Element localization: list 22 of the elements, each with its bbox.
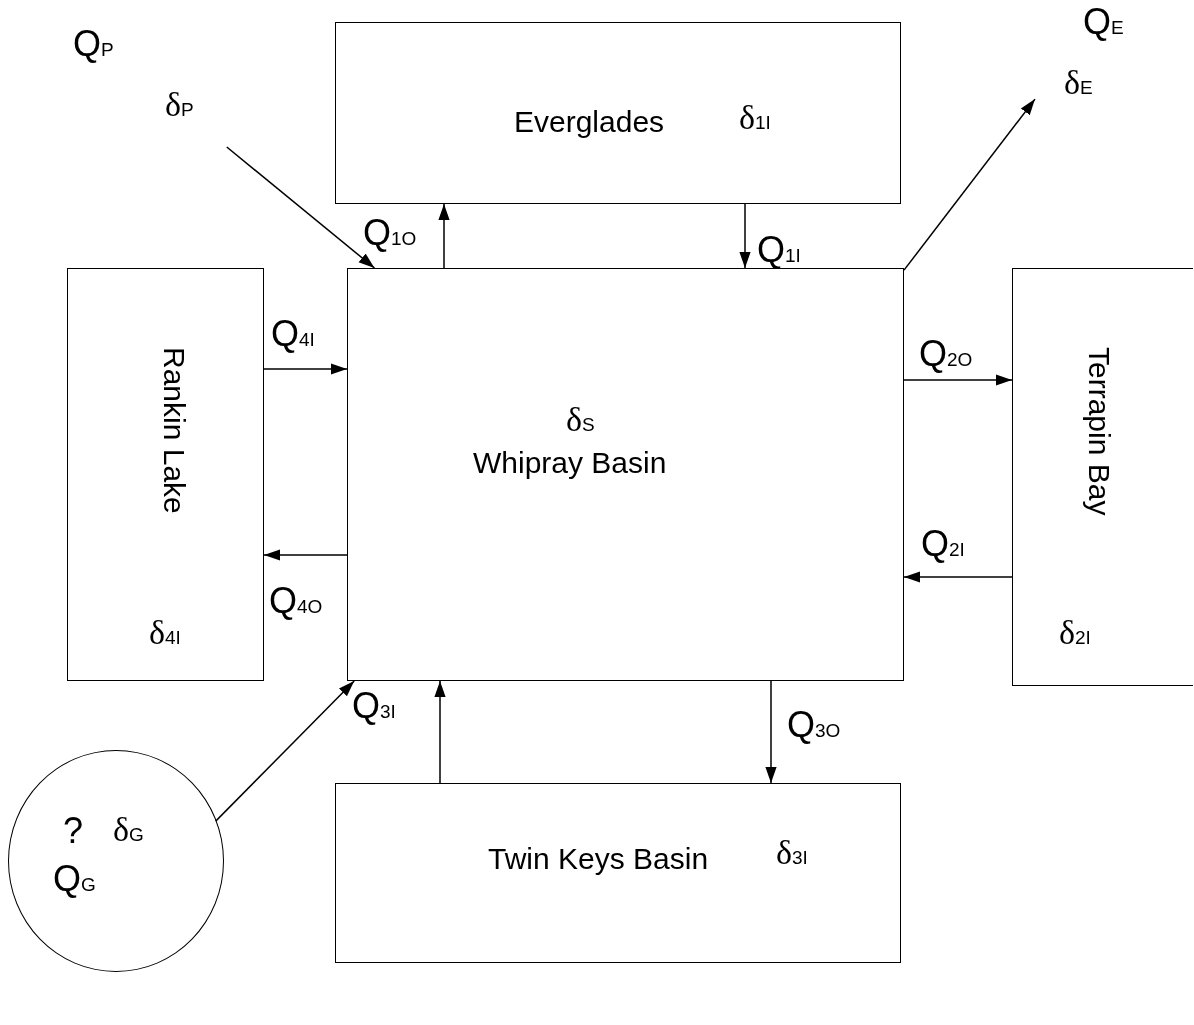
basin-box — [67, 268, 264, 681]
basin-name: Whipray Basin — [473, 448, 667, 478]
basin-name: Twin Keys Basin — [488, 844, 709, 874]
basin-name: Terrapin Bay — [1084, 347, 1114, 516]
flow-arrow — [903, 98, 1036, 271]
basin-name: Everglades — [514, 107, 665, 137]
flow-arrow — [263, 549, 348, 561]
flow-arrow — [438, 203, 450, 269]
flow-arrow — [765, 680, 777, 784]
flow-arrow — [434, 680, 446, 784]
flow-arrow — [215, 680, 355, 822]
flow-arrow — [739, 203, 751, 269]
flow-arrow — [226, 146, 376, 269]
basin-box — [347, 268, 904, 681]
basin-name: Rankin Lake — [159, 347, 189, 514]
flow-symbol: ? — [63, 813, 84, 849]
basin-box — [1012, 268, 1193, 686]
basin-box — [335, 22, 901, 204]
flow-arrow — [903, 374, 1013, 386]
flow-arrow — [903, 571, 1013, 583]
flow-arrow — [263, 363, 348, 375]
basin-box — [335, 783, 901, 963]
